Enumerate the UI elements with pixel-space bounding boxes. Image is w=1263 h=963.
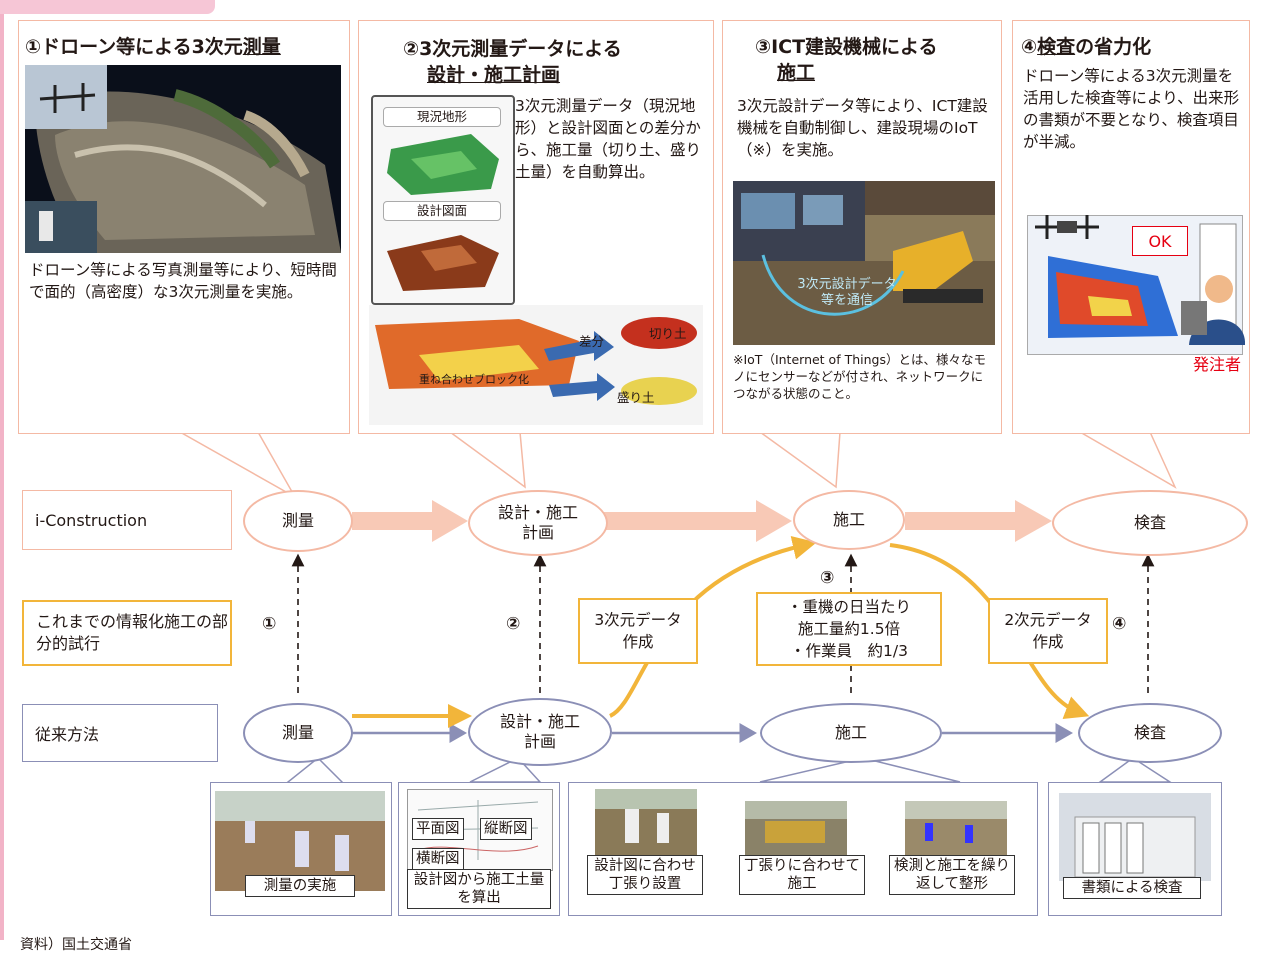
orderer-person-icon — [1181, 275, 1245, 345]
step-1-label: ① — [262, 614, 277, 634]
caption-plan: 平面図 — [412, 818, 464, 840]
box-3d-data: 3次元データ作成 — [578, 598, 698, 664]
effect-line-2: 施工量約1.5倍 — [797, 620, 901, 638]
row-label-partial: これまでの情報化施工の部分的試行 — [22, 600, 232, 666]
panel-survey-title: ①ドローン等による3次元測量 — [25, 36, 281, 58]
orderer-label: 発注者 — [1193, 355, 1242, 374]
caption-docs: 書類による検査 — [1063, 877, 1201, 899]
drawings-image: 平面図 縦断図 横断図 — [407, 789, 553, 871]
bottom-node-inspection: 検査 — [1078, 703, 1222, 763]
drone-point-cloud-image — [25, 65, 341, 253]
panel1-tail — [177, 431, 297, 499]
bottom-node-construction: 施工 — [760, 703, 942, 763]
panel-design-title-1: ②3次元測量データによる — [403, 38, 622, 60]
label-cut: 切り土 — [649, 326, 687, 341]
label-diff: 差分 — [579, 334, 605, 349]
iot-note: ※IoT（Internet of Things）とは、様々なモノにセンサーなどが… — [733, 352, 986, 401]
label-fill: 盛り土 — [617, 390, 655, 405]
panel3-tail — [757, 431, 841, 489]
box-3d-data-text: 3次元データ作成 — [594, 611, 682, 651]
top-node-inspection-label: 検査 — [1133, 513, 1166, 532]
panel-survey: ①ドローン等による3次元測量 ドローン等による写真測量等により、短時間で面的（高… — [18, 20, 350, 434]
grader-photo — [745, 801, 847, 863]
label-current-terrain: 現況地形 — [383, 107, 501, 127]
label-design-drawing: 設計図面 — [383, 201, 501, 221]
top-node-design-label: 設計・施工計画 — [498, 503, 579, 542]
step-3-label: ③ — [820, 568, 835, 588]
caption-stake: 設計図に合わせ丁張り設置 — [587, 855, 703, 895]
ok-badge: OK — [1132, 226, 1188, 256]
step-4-label: ④ — [1112, 614, 1127, 634]
top-node-survey: 測量 — [243, 490, 353, 552]
caption-cross: 横断図 — [412, 848, 464, 870]
row-label-partial-text: これまでの情報化施工の部分的試行 — [36, 612, 229, 653]
step-2-label: ② — [506, 614, 521, 634]
panel-construction-text: 3次元設計データ等により、ICT建設機械を自動制御し、建設現場のIoT（※）を実… — [737, 97, 988, 159]
top-flow-arrows — [352, 500, 1052, 542]
panel-inspection: ④検査の省力化 ドローン等による3次元測量を活用した検査等により、出来形の書類が… — [1012, 20, 1250, 434]
caption-calc: 設計図から施工土量を算出 — [407, 869, 551, 909]
inspection-work-photo — [905, 801, 1007, 863]
panel-design-text: 3次元測量データ（現況地形）と設計図面との差分から、施工量（切り土、盛り土量）を… — [515, 97, 702, 181]
top-node-survey-label: 測量 — [281, 511, 314, 530]
left-accent-bar — [0, 0, 4, 940]
top-node-inspection: 検査 — [1052, 490, 1248, 556]
label-block: 重ね合わせブロック化 — [419, 373, 529, 386]
panel-design: ②3次元測量データによる 設計・施工計画 現況地形 設計図面 3次元測量データ（… — [358, 20, 714, 434]
panel-inspection-text: ドローン等による3次元測量を活用した検査等により、出来形の書類が不要となり、検査… — [1023, 67, 1240, 151]
row-label-traditional: 従来方法 — [22, 704, 218, 762]
panel-construction: ③ICT建設機械による 施工 3次元設計データ等により、ICT建設機械を自動制御… — [722, 20, 1002, 434]
bottom-node-construction-label: 施工 — [834, 723, 867, 742]
bottom-box-survey: 測量の実施 — [210, 782, 392, 916]
ict-machine-image: 3次元設計データ等を通信 — [733, 181, 995, 345]
source-note: 資料）国土交通省 — [20, 937, 132, 953]
bottom-node-survey: 測量 — [243, 703, 353, 763]
panel2-tail — [447, 431, 526, 489]
panel-construction-title-1: ③ICT建設機械による — [755, 36, 938, 58]
stake-photo — [595, 789, 697, 861]
bottom-box-design: 平面図 縦断図 横断図 設計図から施工土量を算出 — [398, 782, 560, 916]
brown-model-icon — [387, 235, 499, 291]
box-2d-data-text: 2次元データ作成 — [1004, 611, 1092, 651]
box-2d-data: 2次元データ作成 — [988, 598, 1108, 664]
effect-line-3: ・作業員 約1/3 — [790, 642, 908, 660]
bottom-node-survey-label: 測量 — [281, 723, 314, 742]
communication-label: 3次元設計データ等を通信 — [797, 277, 897, 308]
panel-design-title-2: 設計・施工計画 — [427, 64, 561, 86]
panel-construction-title-2: 施工 — [777, 62, 816, 84]
caption-survey: 測量の実施 — [245, 875, 355, 897]
effect-line-1: ・重機の日当たり — [786, 598, 911, 616]
green-terrain-icon — [387, 134, 499, 195]
documents-photo — [1059, 793, 1211, 881]
row-label-traditional-text: 従来方法 — [35, 725, 100, 744]
panel-survey-text: ドローン等による写真測量等により、短時間で面的（高密度）な3次元測量を実施。 — [29, 261, 337, 301]
top-node-construction: 施工 — [793, 490, 905, 550]
top-node-construction-label: 施工 — [832, 510, 865, 529]
bottom-box-construction: 設計図に合わせ丁張り設置 丁張りに合わせて施工 検測と施工を繰り返して整形 — [568, 782, 1038, 916]
caption-repeat: 検測と施工を繰り返して整形 — [889, 855, 1015, 895]
row-label-iconstruction-text: i-Construction — [35, 510, 148, 530]
bottom-node-inspection-label: 検査 — [1133, 723, 1166, 742]
bottom-node-design: 設計・施工計画 — [468, 698, 612, 766]
bottom-node-design-label: 設計・施工計画 — [500, 712, 581, 751]
row-label-iconstruction: i-Construction — [22, 490, 232, 550]
panel4-tail — [1077, 431, 1177, 489]
caption-build: 丁張りに合わせて施工 — [739, 855, 865, 895]
box-effect: ・重機の日当たり 施工量約1.5倍 ・作業員 約1/3 — [756, 592, 942, 666]
bottom-box-inspection: 書類による検査 — [1048, 782, 1222, 916]
panel-inspection-title: ④検査の省力化 — [1021, 36, 1152, 58]
top-node-design: 設計・施工計画 — [468, 490, 608, 556]
design-model-card: 現況地形 設計図面 — [371, 95, 515, 305]
caption-profile: 縦断図 — [480, 818, 532, 840]
cut-fill-image — [369, 305, 703, 425]
drone-icon — [1035, 215, 1099, 239]
top-accent-tab — [0, 0, 215, 14]
